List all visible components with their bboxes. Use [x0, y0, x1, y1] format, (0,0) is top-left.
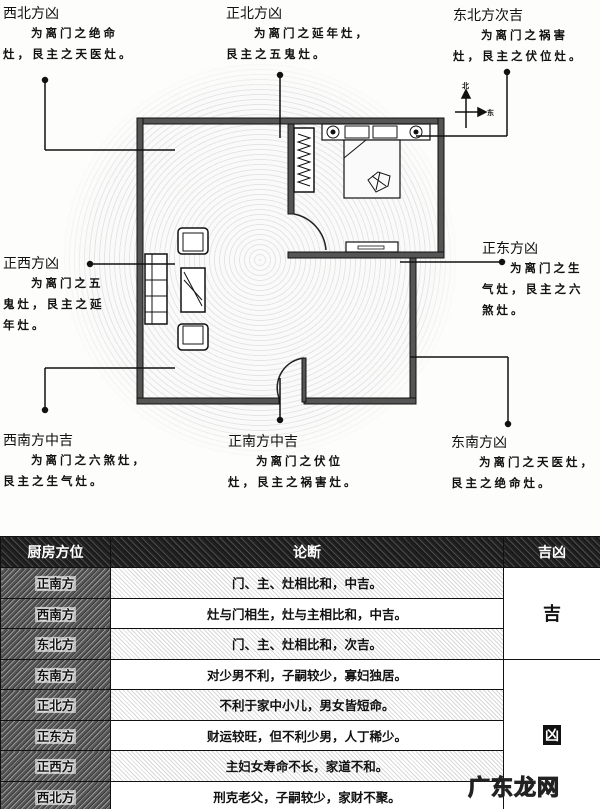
- row-judgment: 对少男不利，子嗣较少，寡妇独居。: [110, 658, 504, 690]
- label-west: 正西方凶 为离门之五 鬼灶，艮主之延 年灶。: [3, 253, 105, 336]
- label-southwest-line2: 艮主之生气灶。: [3, 474, 105, 488]
- label-southeast-line2: 艮主之绝命灶。: [451, 476, 553, 490]
- row-position: 西北方: [0, 780, 111, 809]
- armchair-bottom: [177, 323, 209, 351]
- label-north: 正北方凶 为离门之延年灶， 艮主之五鬼灶。: [226, 3, 370, 65]
- label-east-line1: 为离门之生: [510, 261, 583, 275]
- label-east-line3: 煞灶。: [482, 303, 526, 317]
- label-west-line2: 鬼灶，艮主之延: [3, 297, 105, 311]
- table-header-row: 厨房方位 论断 吉凶: [0, 536, 600, 568]
- label-south-line1: 为离门之伏位: [256, 454, 343, 468]
- row-position: 正东方: [0, 719, 111, 751]
- compass-north-label: 北: [462, 81, 469, 90]
- entrance-door-arc: [276, 357, 305, 399]
- label-southwest-title: 西南方中吉: [3, 433, 73, 449]
- table-row: 正北方 不利于家中小儿，男女皆短命。: [0, 689, 600, 721]
- wardrobe: [293, 127, 315, 193]
- leader-lines: [41, 68, 512, 428]
- label-southeast-line1: 为离门之天医灶，: [479, 455, 595, 469]
- label-southwest-line1: 为离门之六煞灶，: [31, 453, 147, 467]
- label-east-title: 正东方凶: [482, 241, 538, 257]
- row-judgment: 刑克老父，子嗣较少，家财不聚。: [110, 780, 504, 809]
- table-row: 西北方 刑克老父，子嗣较少，家财不聚。: [0, 780, 600, 809]
- table-row: 东南方 对少男不利，子嗣较少，寡妇独居。 凶: [0, 658, 600, 809]
- label-south-line2: 灶，艮主之祸害灶。: [228, 475, 359, 489]
- label-west-line3: 年灶。: [3, 318, 47, 332]
- row-judgment: 主妇女寿命不长，家道不和。: [110, 750, 504, 782]
- armchair-top: [177, 227, 209, 255]
- label-southeast: 东南方凶 为离门之天医灶， 艮主之绝命灶。: [451, 432, 595, 494]
- row-position: 正西方: [0, 750, 111, 782]
- label-northeast-title: 东北方次吉: [453, 8, 523, 24]
- fortune-bad: 凶: [503, 658, 600, 809]
- header-position: 厨房方位: [0, 536, 111, 568]
- label-east: 正东方凶 为离门之生 气灶，艮主之六 煞灶。: [482, 238, 584, 321]
- row-position: 东北方: [0, 628, 111, 660]
- dresser: [345, 241, 399, 253]
- compass-icon: [455, 88, 488, 128]
- label-south: 正南方中吉 为离门之伏位 灶，艮主之祸害灶。: [228, 431, 359, 493]
- row-position: 正南方: [0, 567, 111, 599]
- row-judgment: 不利于家中小儿，男女皆短命。: [110, 689, 504, 721]
- label-northeast-line1: 为离门之祸害: [481, 28, 568, 42]
- header-fortune: 吉凶: [503, 536, 600, 568]
- row-judgment: 门、主、灶相比和，次吉。: [110, 628, 504, 660]
- row-judgment: 门、主、灶相比和，中吉。: [110, 567, 504, 599]
- label-north-line1: 为离门之延年灶，: [254, 26, 370, 40]
- label-northwest-line2: 灶，艮主之天医灶。: [3, 47, 134, 61]
- label-northeast: 东北方次吉 为离门之祸害 灶，艮主之伏位灶。: [453, 5, 584, 67]
- floor-plan: 北 东: [41, 68, 512, 428]
- kitchen-position-table: 厨房方位 论断 吉凶 正南方 门、主、灶相比和，中吉。 吉 西南方 灶与门相生，…: [0, 536, 600, 809]
- coffee-table: [180, 267, 206, 313]
- fortune-good: 吉: [503, 567, 600, 660]
- label-north-title: 正北方凶: [226, 6, 282, 22]
- walls: [136, 117, 445, 405]
- row-position: 正北方: [0, 689, 111, 721]
- label-east-line2: 气灶，艮主之六: [482, 282, 584, 296]
- row-position: 西南方: [0, 597, 111, 629]
- label-northwest: 西北方凶 为离门之绝命 灶，艮主之天医灶。: [3, 3, 134, 65]
- table-row: 正南方 门、主、灶相比和，中吉。 吉: [0, 567, 600, 660]
- row-judgment: 财运较旺，但不利少男，人丁稀少。: [110, 719, 504, 751]
- bed: [321, 123, 431, 199]
- table-row: 西南方 灶与门相生，灶与主相比和，中吉。: [0, 597, 600, 629]
- row-position: 东南方: [0, 658, 111, 690]
- floor-plan-diagram: 北 东 西北方凶 为离门之绝命 灶，艮主之天医灶。 正北方凶 为离门之延年灶， …: [3, 3, 595, 494]
- label-northwest-title: 西北方凶: [3, 6, 59, 22]
- label-west-title: 正西方凶: [3, 256, 59, 272]
- label-northeast-line2: 灶，艮主之伏位灶。: [453, 49, 584, 63]
- sofa: [144, 253, 168, 325]
- label-south-title: 正南方中吉: [228, 434, 298, 450]
- label-southwest: 西南方中吉 为离门之六煞灶， 艮主之生气灶。: [3, 430, 147, 492]
- label-north-line2: 艮主之五鬼灶。: [226, 47, 328, 61]
- table-row: 正东方 财运较旺，但不利少男，人丁稀少。: [0, 719, 600, 751]
- table-row: 东北方 门、主、灶相比和，次吉。: [0, 628, 600, 660]
- row-judgment: 灶与门相生，灶与主相比和，中吉。: [110, 597, 504, 629]
- label-southeast-title: 东南方凶: [451, 435, 507, 451]
- label-northwest-line1: 为离门之绝命: [31, 26, 118, 40]
- header-judgment: 论断: [110, 536, 504, 568]
- bedroom-door-arc: [293, 213, 327, 251]
- label-west-line1: 为离门之五: [31, 276, 104, 290]
- compass-east-label: 东: [487, 108, 494, 117]
- watermark: 广东龙网: [467, 776, 561, 802]
